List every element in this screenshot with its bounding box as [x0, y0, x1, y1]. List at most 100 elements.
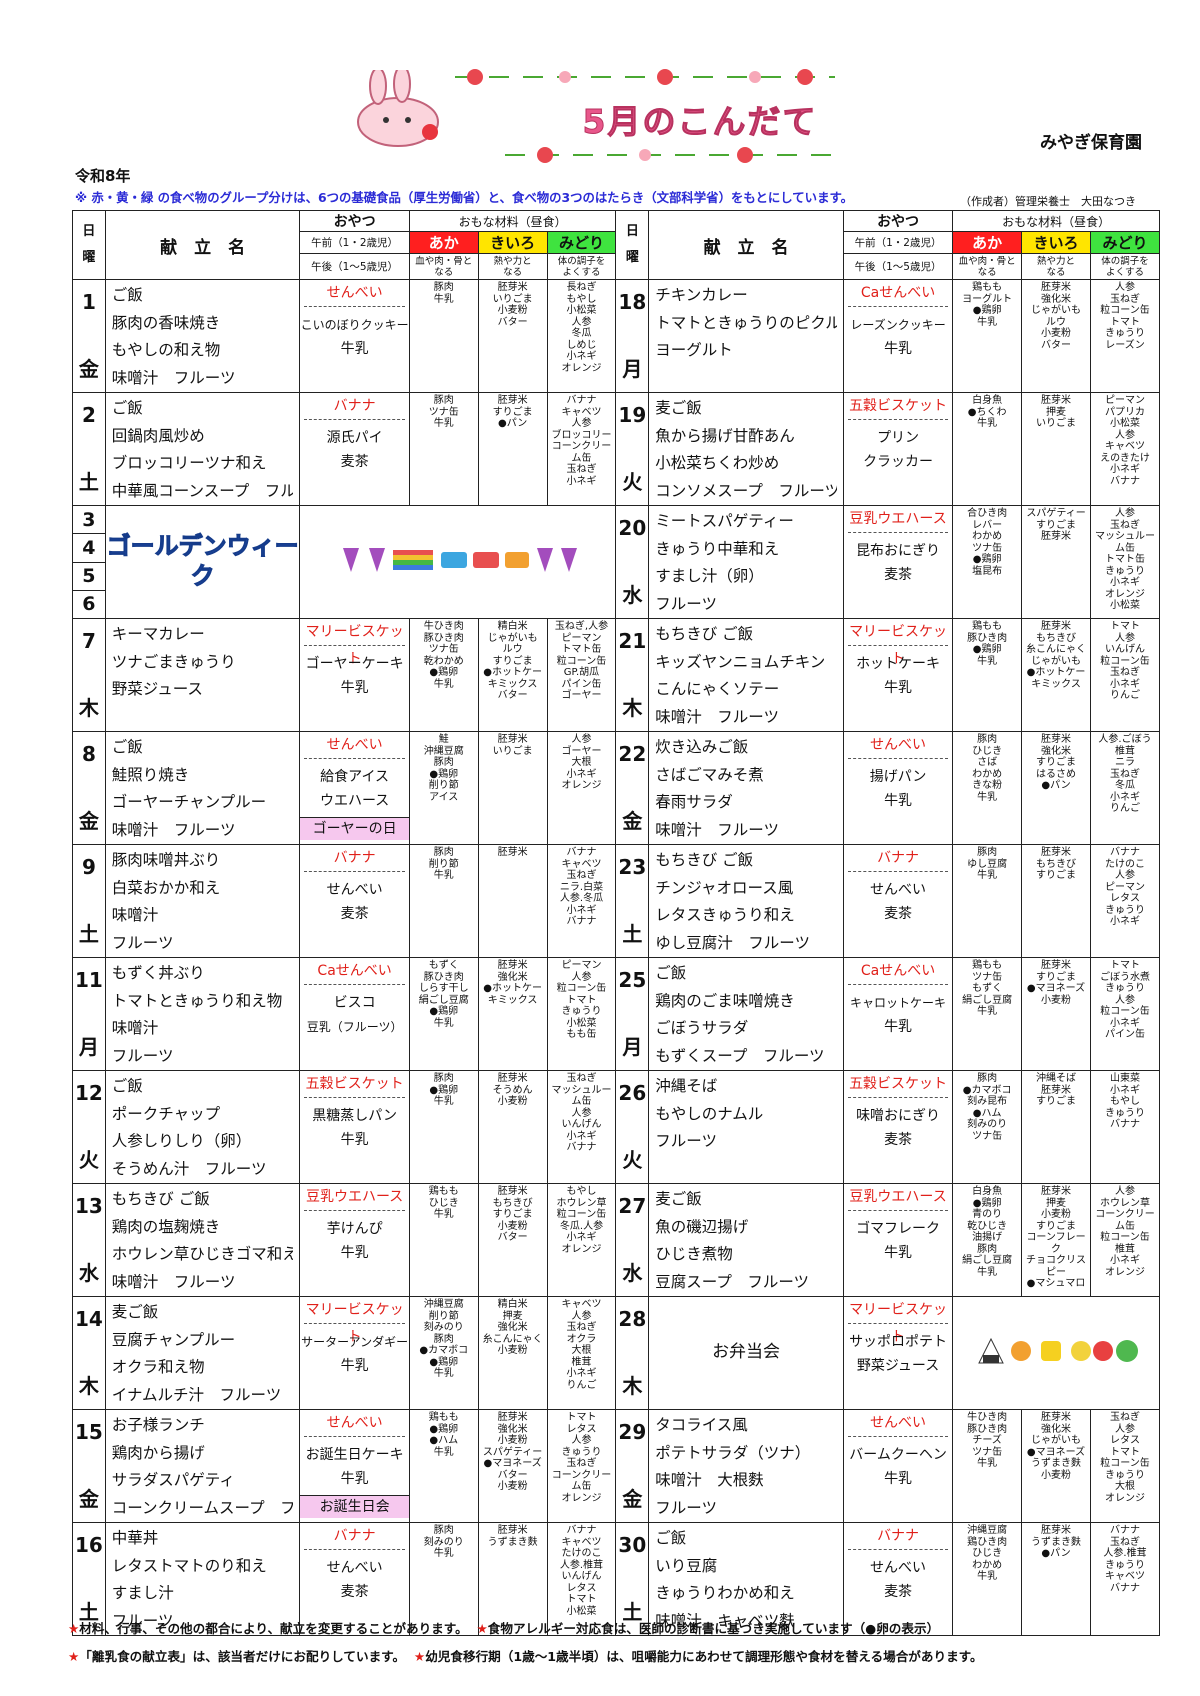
menu-item: きゅうり中華和え	[655, 539, 780, 558]
pm-snack: 牛乳	[340, 1245, 369, 1261]
menu-item: すまし汁（卵）	[655, 567, 764, 585]
am-snack: バナナ	[847, 845, 949, 872]
pm-snack: 牛乳	[884, 1019, 913, 1035]
menu-item: 春雨サラダ	[655, 793, 733, 811]
menu-item: 味噌汁	[111, 1019, 159, 1037]
event-label: ゴーヤーの日	[300, 817, 409, 840]
weekday: 土	[78, 922, 99, 946]
menu-cell: キーマカレーツナごまきゅうり野菜ジュース	[104, 618, 301, 732]
midori-ingredients: トマト 人参 いんげん 粒コーン缶 玉ねぎ 小ネギ りんご	[1089, 618, 1161, 732]
menu-item: フルーツ	[655, 1498, 717, 1517]
pm-snack: せんべい	[326, 1560, 383, 1576]
pm-snack: 麦茶	[340, 906, 369, 922]
menu-item: ゴーヤーチャンプルー	[111, 793, 267, 811]
pm-snack: 牛乳	[340, 1132, 369, 1148]
pm-snack: せんべい	[870, 882, 927, 898]
aka-ingredients: 牛ひき肉 豚ひき肉 ツナ缶 乾わかめ ●鶏卵 牛乳	[408, 618, 479, 732]
pm-snack: お誕生日ケーキ	[305, 1447, 404, 1463]
pm-snack: 芋けんぴ	[326, 1221, 383, 1237]
menu-cell: もちきび ご飯キッズヤンニョムチキンこんにゃくソテー味噌汁 フルーツ	[648, 618, 844, 732]
day-number: 9	[81, 855, 96, 879]
snack-cell: Caせんべいビスコ豆乳（フルーツ）	[299, 957, 410, 1071]
midori-header: みどり	[546, 231, 617, 254]
menu-item: 豚肉の香味焼き	[111, 313, 221, 332]
am-snack: せんべい	[304, 732, 405, 759]
day-number: 16	[74, 1533, 103, 1557]
menu-cell: タコライス風ポテトサラダ（ツナ）味噌汁 大根麩フルーツ	[648, 1409, 844, 1523]
gw-row: 4	[72, 533, 1160, 563]
menu-item: もやしのナムル	[655, 1104, 764, 1123]
menu-item: もちきび ご飯	[655, 625, 754, 643]
day-number: 25	[618, 968, 647, 992]
pm-snack: 牛乳	[340, 1358, 369, 1374]
pm-snack: ゴマフレーク	[856, 1221, 941, 1237]
day-number: 27	[618, 1194, 647, 1218]
snack-cell: 五穀ビスケットプリンクラッカー	[842, 392, 954, 506]
am-snack: 豆乳ウエハース	[847, 506, 949, 533]
am-snack: 五穀ビスケット	[304, 1071, 405, 1098]
pm-snack: 牛乳	[884, 680, 913, 696]
midori-ingredients: 人参 ゴーヤー 大根 小ネギ オレンジ	[546, 731, 617, 845]
aka-ingredients: 沖縄豆腐 削り節 刻みのり 豚肉 ●カマボコ ●鶏卵 牛乳	[408, 1296, 479, 1410]
menu-item: 魚から揚げ甘酢あん	[655, 426, 795, 445]
pm-header: 午後（1～5歳児）	[299, 253, 410, 280]
page-header: 5月のこんだて みやぎ保育園 令和8年 ※ 赤・黄・緑 の食べ物のグループ分けは…	[0, 0, 1200, 208]
kiiro-ingredients: 胚芽米 いりごま 小麦粉 バター	[477, 279, 548, 393]
menu-item: コーンクリームスープ フルーツ	[111, 1498, 294, 1517]
kiiro-desc: 熱や力と なる	[1021, 253, 1091, 280]
menu-item: ひじき煮物	[655, 1245, 733, 1263]
snack-cell: Caせんべいレーズンクッキー牛乳	[842, 279, 954, 393]
aka-ingredients: 沖縄豆腐 鶏ひき肉 ひじき わかめ 牛乳	[952, 1522, 1023, 1636]
pm-snack: 野菜ジュース	[856, 1358, 940, 1374]
menu-item: ゆし豆腐汁 フルーツ	[655, 933, 810, 952]
weekday: 水	[78, 1261, 99, 1285]
menu-item: イナムルチ汁 フルーツ	[111, 1385, 282, 1404]
weekday: 金	[622, 1487, 643, 1511]
menu-item: サラダスパゲティ	[111, 1471, 235, 1489]
kiiro-ingredients: 胚芽米 もちきび すりごま	[1021, 844, 1091, 958]
menu-cell: 麦ご飯魚の磯辺揚げひじき煮物豆腐スープ フルーツ	[648, 1183, 844, 1297]
menu-item: 味噌汁 フルーツ	[111, 368, 236, 387]
menu-item: 鶏肉のごま味噌焼き	[655, 991, 795, 1010]
page-title: 5月のこんだて	[582, 102, 818, 142]
pm-snack: 麦茶	[884, 1132, 913, 1148]
menu-item: フルーツ	[111, 1611, 174, 1630]
kiiro-ingredients: 胚芽米 もちきび 糸こんにゃく じゃがいも ●ホットケーキミックス	[1021, 618, 1091, 732]
footer-line-1: ★材料、行事、その他の都合により、献立を変更することがあります。 ★食物アレルギ…	[68, 1621, 940, 1636]
day-cell: 16 土	[72, 1522, 106, 1636]
menu-item: もやしの和え物	[111, 341, 221, 359]
menu-item: フルーツ	[111, 933, 174, 952]
midori-ingredients: バナナ たけのこ 人参 ピーマン レタス きゅうり 小ネギ	[1089, 844, 1161, 958]
menu-item: オクラ和え物	[111, 1358, 205, 1376]
snack-cell: マリービスケットホットケーキ牛乳	[842, 618, 954, 732]
weekday: 土	[78, 1600, 99, 1624]
menu-item: レタストマトのり和え	[111, 1556, 267, 1575]
day-number: 13	[74, 1194, 103, 1218]
pm-snack: プリン	[877, 430, 920, 446]
day-number: 28	[618, 1307, 647, 1331]
aka-ingredients: 鶏もも ツナ缶 もずく 絹ごし豆腐 牛乳	[952, 957, 1023, 1071]
menu-item: 味噌汁 フルーツ	[111, 820, 236, 839]
snack-cell: せんべいバームクーヘン牛乳	[842, 1409, 954, 1523]
kiiro-ingredients: スパゲティー すりごま 胚芽米	[1021, 505, 1091, 619]
weekday: 木	[622, 696, 643, 720]
ingredients-header: おもな材料（昼食）	[408, 210, 617, 232]
pm-snack: せんべい	[326, 882, 383, 898]
pm-snack: クラッカー	[863, 454, 934, 470]
day-cell: 13 水	[72, 1183, 106, 1297]
menu-item: 小松菜ちくわ炒め	[655, 454, 780, 472]
weekday: 水	[622, 1261, 643, 1285]
midori-ingredients: 玉ねぎ 人参 レタス トマト 粒コーン缶 きゅうり 大根 オレンジ	[1089, 1409, 1161, 1523]
weekday: 火	[622, 470, 643, 494]
menu-cell: 中華丼レタストマトのり和えすまし汁フルーツ	[104, 1522, 301, 1636]
pm-snack: サーターアンダギー	[301, 1335, 409, 1349]
day-number: 22	[618, 742, 647, 766]
menu-item: 豆腐スープ フルーツ	[655, 1272, 810, 1291]
menu-item: ヨーグルト	[655, 341, 733, 359]
pm-snack: 麦茶	[340, 1584, 369, 1600]
menu-item: チキンカレー	[655, 286, 748, 304]
